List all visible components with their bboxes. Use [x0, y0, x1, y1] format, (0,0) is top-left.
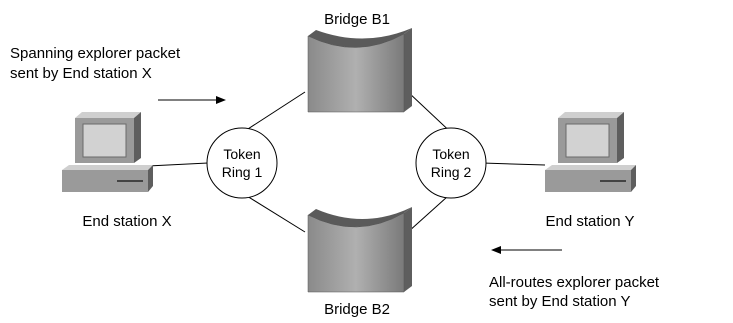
- link-ring2-y: [481, 162, 546, 166]
- ring-1-label-line2: Ring 1: [222, 164, 263, 180]
- bridge-b2: Bridge B2: [307, 207, 412, 318]
- ring-1-label-line1: Token: [223, 146, 260, 162]
- token-ring-1: Token Ring 1: [206, 127, 278, 199]
- all-routes-explorer-line1: All-routes explorer packet: [489, 274, 660, 291]
- spanning-explorer-annotation: Spanning explorer packet sent by End sta…: [10, 45, 226, 104]
- link-x-ring1: [147, 162, 209, 167]
- end-station-x-label: End station X: [82, 213, 171, 230]
- arrow-right-icon: [158, 96, 226, 104]
- ring-2-label-line1: Token: [432, 146, 469, 162]
- bridge-icon: [307, 28, 412, 113]
- end-station-y: End station Y: [545, 112, 636, 230]
- bridge-icon: [307, 207, 412, 293]
- arrow-left-icon: [491, 246, 562, 254]
- end-station-x: End station X: [62, 112, 172, 230]
- workstation-icon: [62, 112, 153, 192]
- workstation-icon: [545, 112, 636, 192]
- bridge-b1-label: Bridge B1: [324, 11, 390, 28]
- ring-2-label-line2: Ring 2: [431, 164, 472, 180]
- spanning-explorer-line2: sent by End station X: [10, 65, 152, 82]
- end-station-y-label: End station Y: [546, 213, 635, 230]
- all-routes-explorer-line2: sent by End station Y: [489, 293, 630, 310]
- all-routes-explorer-annotation: All-routes explorer packet sent by End s…: [489, 246, 660, 310]
- bridge-b1: Bridge B1: [307, 11, 412, 113]
- bridge-b2-label: Bridge B2: [324, 301, 390, 318]
- token-ring-2: Token Ring 2: [415, 127, 487, 199]
- spanning-explorer-line1: Spanning explorer packet: [10, 45, 181, 62]
